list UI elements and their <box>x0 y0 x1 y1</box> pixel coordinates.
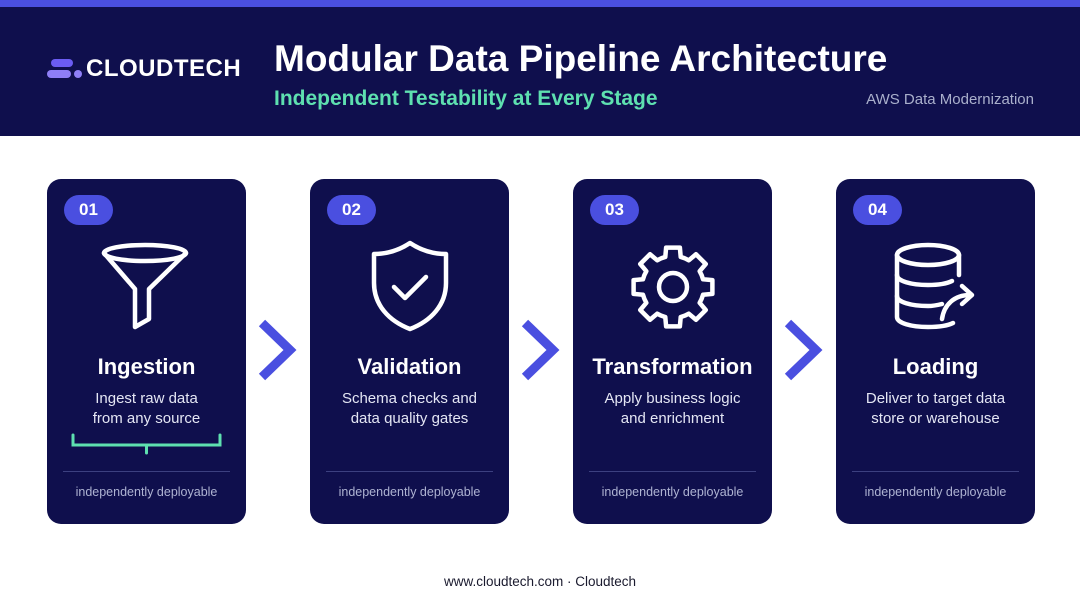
stage-card-validation: 02 Validation Schema checks and data qua… <box>310 179 509 524</box>
gear-icon <box>623 239 723 335</box>
stage-description-line: store or warehouse <box>871 410 1000 427</box>
card-divider <box>63 471 230 472</box>
chevron-right-icon <box>782 319 824 381</box>
stage-description-line: Apply business logic <box>604 390 741 407</box>
stage-card-loading: 04 Loading Deliver to target data store … <box>836 179 1035 524</box>
stage-description: Schema checks and data quality gates <box>320 389 499 429</box>
chevron-right-icon <box>256 319 298 381</box>
logo-text: CLOUDTECH <box>86 55 242 82</box>
stage-card-transformation: 03 Transformation Apply business logic a… <box>573 179 772 524</box>
gear-outline <box>631 245 715 329</box>
stage-footer-label: independently deployable <box>864 485 1007 499</box>
stage-footer-label: independently deployable <box>75 485 218 499</box>
stage-description: Apply business logic and enrichment <box>583 389 762 429</box>
database-export-icon <box>886 239 986 335</box>
stage-description-line: and enrichment <box>620 410 725 427</box>
card-divider <box>326 471 493 472</box>
stage-description: Deliver to target data store or warehous… <box>846 389 1025 429</box>
chevron-right-icon <box>519 319 561 381</box>
stage-title: Ingestion <box>97 354 196 379</box>
highlight-bracket <box>71 433 222 455</box>
stage-number-badge: 02 <box>327 195 376 225</box>
stage-number-badge: 01 <box>64 195 113 225</box>
stage-title: Transformation <box>592 354 753 379</box>
top-accent-bar <box>0 0 1080 7</box>
funnel-icon <box>97 239 197 335</box>
page-subtitle: Independent Testability at Every Stage <box>274 87 658 110</box>
gear-hub <box>656 270 690 304</box>
stage-title: Validation <box>357 354 462 379</box>
cloudtech-logo: CLOUDTECH <box>47 52 241 86</box>
stage-footer-label: independently deployable <box>338 485 481 499</box>
footer-url: www.cloudtech.com · Cloudtech <box>443 574 637 589</box>
header-tagline: AWS Data Modernization <box>866 91 1034 108</box>
stage-description: Ingest raw data from any source <box>57 389 236 429</box>
card-divider <box>589 471 756 472</box>
stage-number-badge: 04 <box>853 195 902 225</box>
page-title: Modular Data Pipeline Architecture <box>274 38 888 79</box>
stage-description-line: Ingest raw data <box>95 390 198 407</box>
stage-number-badge: 03 <box>590 195 639 225</box>
stage-footer-label: independently deployable <box>601 485 744 499</box>
cloudtech-logo-mark <box>47 57 83 81</box>
stage-card-ingestion: 01 Ingestion Ingest raw data from any so… <box>47 179 246 524</box>
shield-check-icon <box>360 239 460 335</box>
stage-description-line: Deliver to target data <box>865 390 1006 407</box>
stage-description-line: Schema checks and <box>341 390 478 407</box>
card-divider <box>852 471 1019 472</box>
header-banner <box>0 7 1080 136</box>
stage-description-line: from any source <box>92 410 201 427</box>
stage-description-line: data quality gates <box>350 410 469 427</box>
stage-title: Loading <box>892 354 979 379</box>
